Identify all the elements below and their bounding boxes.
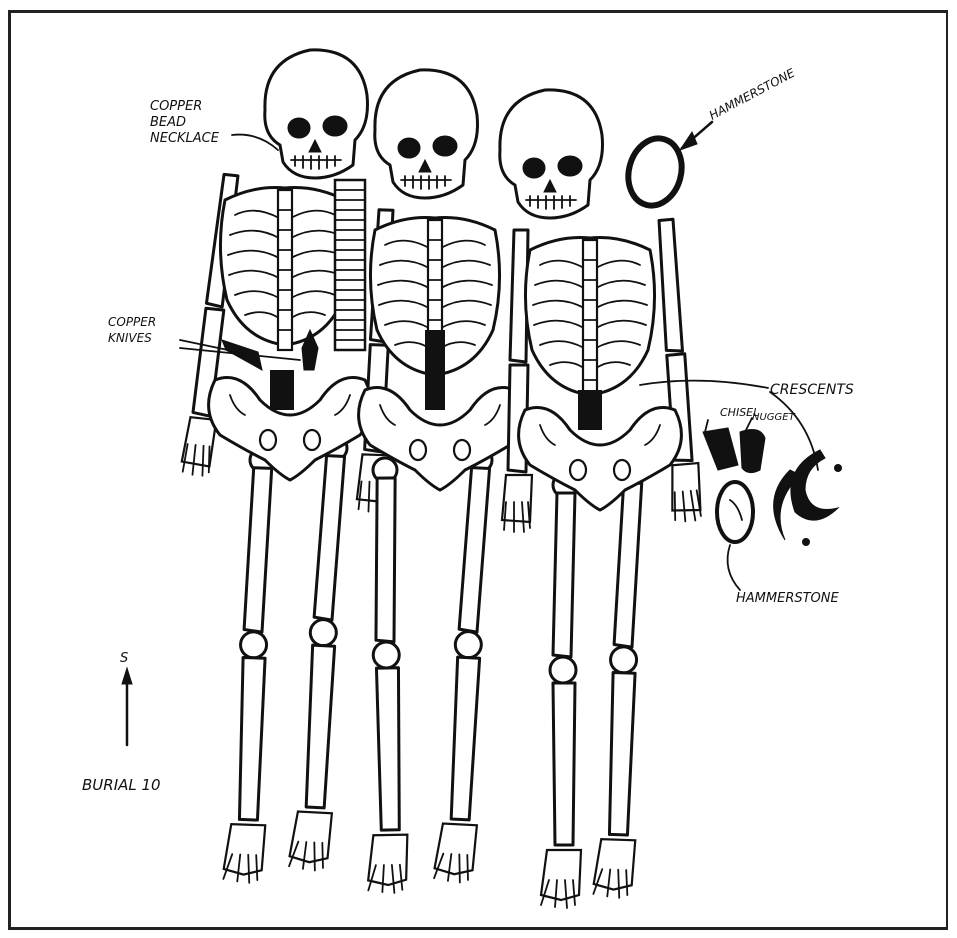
label-nugget: NUGGET xyxy=(752,412,796,423)
skeleton-left xyxy=(181,50,372,883)
artifact-group xyxy=(703,428,842,546)
label-copper-knives-line1: COPPER xyxy=(108,315,156,329)
label-bead-line2: BEAD xyxy=(150,115,186,130)
hammerstone-top xyxy=(621,132,689,211)
caption-burial: BURIAL 10 xyxy=(82,776,161,794)
hammerstone-bottom xyxy=(717,482,753,542)
label-necklace-line3: NECKLACE xyxy=(150,131,220,146)
nugget xyxy=(740,430,765,473)
crescent-2 xyxy=(791,450,838,520)
skeleton-right xyxy=(500,90,703,908)
label-hammerstone-bottom: HAMMERSTONE xyxy=(736,591,839,606)
chisel xyxy=(703,428,738,470)
label-copper-line1: COPPER xyxy=(150,99,202,114)
label-north-arrow: S xyxy=(120,651,128,666)
skeleton-middle xyxy=(356,70,521,893)
label-crescents: CRESCENTS xyxy=(770,382,854,398)
label-copper-knives-line2: KNIVES xyxy=(108,331,152,345)
label-hammerstone-top: HAMMERSTONE xyxy=(707,66,798,123)
